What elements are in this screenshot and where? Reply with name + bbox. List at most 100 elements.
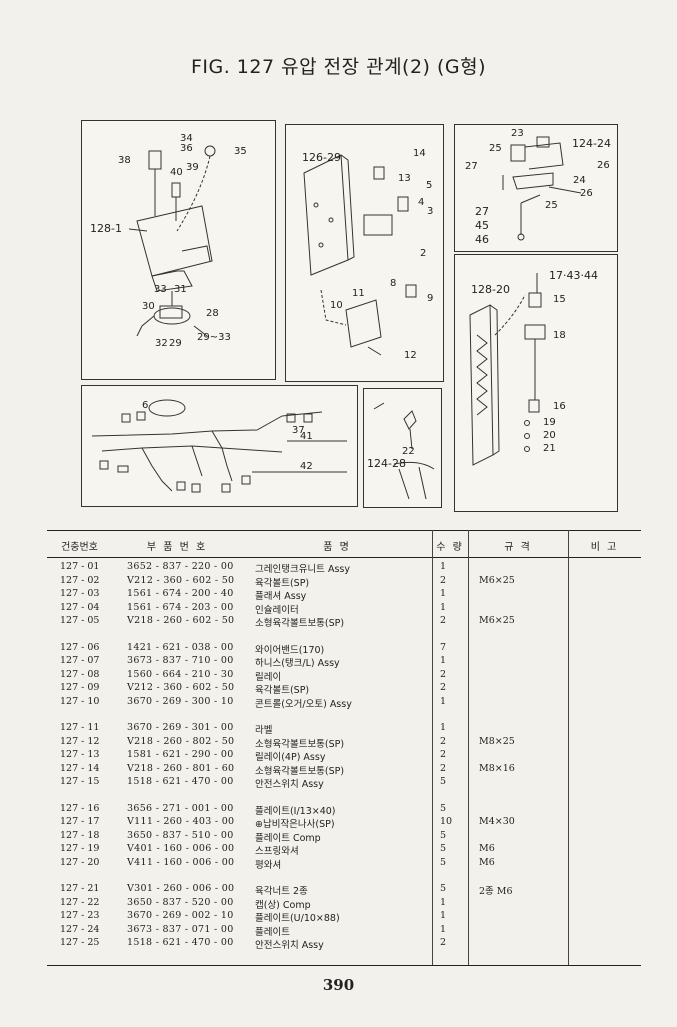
ref-number: 127 - 05 bbox=[60, 615, 100, 626]
part-name: 안전스위치 Assy bbox=[255, 779, 324, 790]
spec: M6 bbox=[479, 843, 495, 854]
callout-39: 39 bbox=[186, 162, 199, 173]
column-divider bbox=[432, 530, 433, 965]
header-quantity: 수 량 bbox=[436, 542, 464, 553]
part-number: 1581 - 621 - 290 - 00 bbox=[127, 749, 234, 760]
ref-number: 127 - 15 bbox=[60, 776, 100, 787]
callout-46: 46 bbox=[475, 233, 489, 246]
part-number: 1561 - 674 - 203 - 00 bbox=[127, 601, 234, 613]
table-header: 건충번호 부 품 번 호 품 명 수 량 규 격 비 고 bbox=[47, 530, 641, 558]
part-name: 플레이트(U/10×88) bbox=[255, 913, 340, 924]
callout-128-20: 128-20 bbox=[471, 283, 510, 296]
part-number: V218 - 260 - 802 - 50 bbox=[127, 735, 235, 747]
ref-number: 127 - 02 bbox=[60, 574, 100, 586]
diagram-panel-switch-mount: 22 124-28 bbox=[363, 388, 442, 508]
callout-22: 22 bbox=[402, 446, 415, 457]
part-name: 육각볼트(SP) bbox=[255, 685, 310, 696]
callout-41: 41 bbox=[300, 431, 313, 442]
callout-5: 5 bbox=[426, 180, 433, 191]
ref-number: 127 - 01 bbox=[60, 561, 100, 572]
callout-10: 10 bbox=[330, 300, 343, 311]
header-part-no: 부 품 번 호 bbox=[146, 542, 208, 553]
callout-13: 13 bbox=[398, 173, 411, 184]
callout-42: 42 bbox=[300, 461, 313, 472]
quantity: 2 bbox=[440, 937, 447, 948]
part-name: 릴레이 bbox=[255, 671, 282, 683]
quantity: 2 bbox=[440, 682, 447, 693]
spec: M6 bbox=[479, 856, 495, 868]
quantity: 5 bbox=[440, 856, 447, 868]
callout-26-right: 26 bbox=[597, 160, 610, 171]
quantity: 1 bbox=[440, 588, 447, 599]
part-number: V111 - 260 - 403 - 00 bbox=[127, 816, 235, 827]
quantity: 7 bbox=[440, 641, 447, 653]
callout-126-29: 126-29 bbox=[302, 151, 341, 164]
callout-25-bottom: 25 bbox=[545, 200, 558, 211]
ref-number: 127 - 11 bbox=[60, 722, 100, 733]
callout-38: 38 bbox=[118, 155, 131, 166]
callout-4: 4 bbox=[418, 197, 425, 208]
quantity: 2 bbox=[440, 749, 447, 760]
part-number: 3652 - 837 - 220 - 00 bbox=[127, 561, 234, 572]
callout-3: 3 bbox=[427, 206, 434, 217]
part-number: 3673 - 837 - 710 - 00 bbox=[127, 655, 234, 666]
part-name: 플레이트(I/13×40) bbox=[255, 805, 336, 817]
part-name: 콘트롤(오거/오토) Assy bbox=[255, 698, 352, 710]
spec: M8×25 bbox=[479, 735, 515, 747]
part-number: 1518 - 621 - 470 - 00 bbox=[127, 937, 234, 948]
header-remarks: 비 고 bbox=[590, 542, 619, 553]
ref-number: 127 - 25 bbox=[60, 937, 100, 948]
switch-bracket-drawing bbox=[502, 136, 582, 241]
ref-number: 127 - 03 bbox=[60, 588, 100, 599]
callout-8: 8 bbox=[390, 278, 397, 289]
quantity: 1 bbox=[440, 601, 447, 613]
part-name: 스프링와셔 bbox=[255, 846, 299, 857]
part-number: 3670 - 269 - 300 - 10 bbox=[127, 695, 234, 707]
part-name: 릴레이(4P) Assy bbox=[255, 752, 326, 763]
part-number: 1421 - 621 - 038 - 00 bbox=[127, 641, 234, 653]
ref-number: 127 - 12 bbox=[60, 735, 100, 747]
callout-23: 23 bbox=[511, 128, 524, 139]
part-number: V411 - 160 - 006 - 00 bbox=[127, 856, 235, 868]
diagram-panel-wiring-harness: 6 37 41 42 bbox=[81, 385, 358, 507]
table-bottom-rule bbox=[47, 965, 641, 966]
ref-number: 127 - 18 bbox=[60, 829, 100, 841]
quantity: 1 bbox=[440, 561, 447, 572]
quantity: 1 bbox=[440, 910, 447, 921]
quantity: 5 bbox=[440, 883, 447, 894]
quantity: 5 bbox=[440, 776, 447, 787]
part-name: 플레이트 bbox=[255, 926, 290, 938]
callout-40: 40 bbox=[170, 167, 183, 178]
part-name: 플래셔 Assy bbox=[255, 591, 307, 602]
part-name: 플레이트 Comp bbox=[255, 832, 321, 844]
part-number: V212 - 360 - 602 - 50 bbox=[127, 682, 235, 693]
diagram-panel-safety-switch: 17·43·44 128-20 15 18 16 19 20 21 bbox=[454, 254, 618, 512]
quantity: 2 bbox=[440, 615, 447, 626]
quantity: 2 bbox=[440, 735, 447, 747]
callout-28: 28 bbox=[206, 308, 219, 319]
callout-124-24: 124-24 bbox=[572, 137, 611, 150]
header-part-name: 품 명 bbox=[323, 542, 351, 553]
part-name: 와이어밴드(170) bbox=[255, 644, 325, 656]
part-name: 인슐레이터 bbox=[255, 604, 299, 616]
callout-26-mid: 26 bbox=[580, 188, 593, 199]
callout-33: 33 bbox=[154, 284, 167, 295]
callout-25-top: 25 bbox=[489, 143, 502, 154]
callout-31: 31 bbox=[174, 284, 187, 295]
callout-27-top: 27 bbox=[465, 161, 478, 172]
part-number: V218 - 260 - 801 - 60 bbox=[127, 762, 235, 774]
part-name: 육각볼트(SP) bbox=[255, 577, 310, 589]
header-spec: 규 격 bbox=[504, 542, 532, 553]
part-number: 3673 - 837 - 071 - 00 bbox=[127, 923, 234, 935]
quantity: 5 bbox=[440, 802, 447, 814]
callout-6: 6 bbox=[142, 400, 149, 411]
part-name: 소형육각볼트보통(SP) bbox=[255, 618, 345, 629]
callout-27: 27 bbox=[475, 205, 489, 218]
